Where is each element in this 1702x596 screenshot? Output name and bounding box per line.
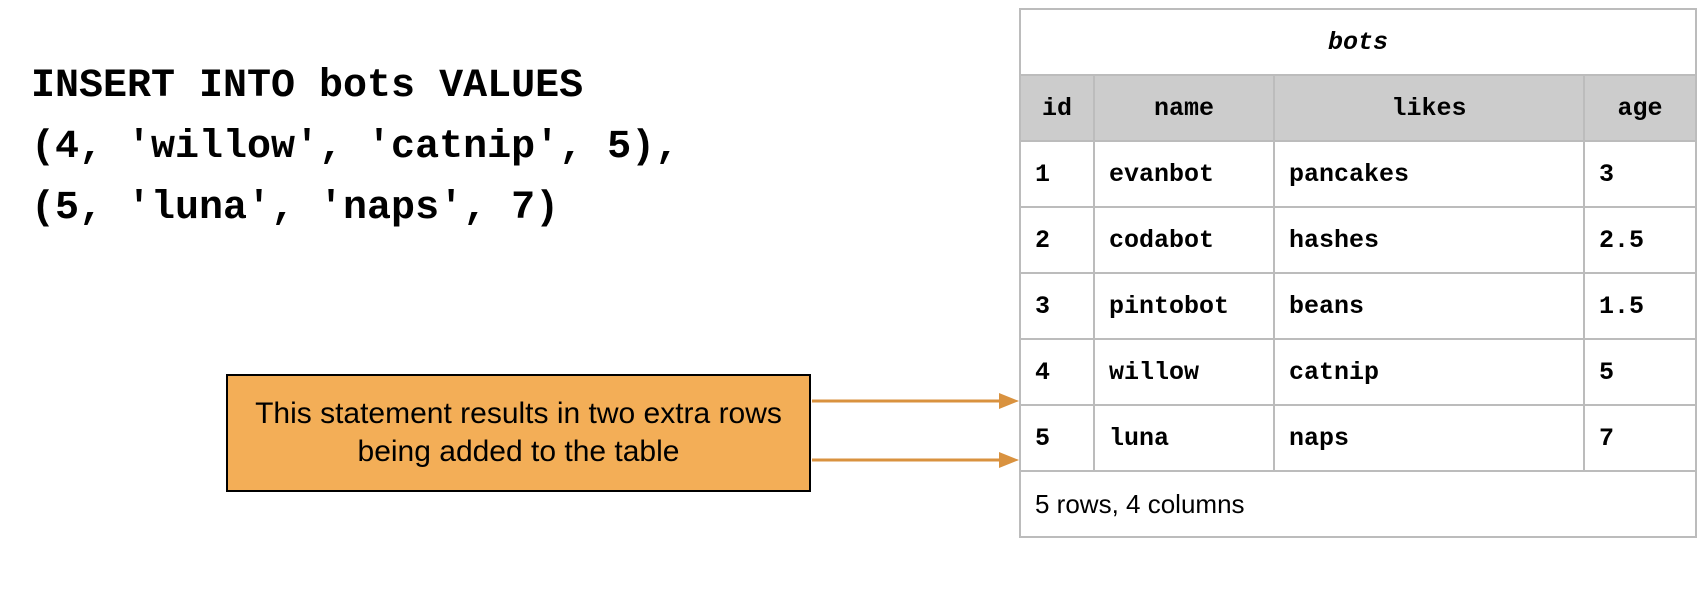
table-footer-row: 5 rows, 4 columns: [1019, 470, 1697, 538]
cell-likes: beans: [1273, 272, 1585, 340]
sql-line: INSERT INTO bots VALUES: [31, 64, 584, 109]
cell-id: 5: [1019, 404, 1095, 472]
column-header-likes: likes: [1273, 74, 1585, 142]
arrow-to-row-4: [812, 393, 1019, 409]
table-caption: bots: [1019, 8, 1697, 76]
table-header-row: id name likes age: [1019, 74, 1697, 142]
cell-age: 3: [1583, 140, 1697, 208]
table-row: 1 evanbot pancakes 3: [1019, 140, 1697, 208]
callout-box: This statement results in two extra rows…: [226, 374, 811, 492]
cell-age: 7: [1583, 404, 1697, 472]
cell-name: willow: [1093, 338, 1275, 406]
table-row: 3 pintobot beans 1.5: [1019, 272, 1697, 340]
cell-likes: catnip: [1273, 338, 1585, 406]
cell-likes: hashes: [1273, 206, 1585, 274]
cell-id: 3: [1019, 272, 1095, 340]
column-header-id: id: [1019, 74, 1095, 142]
cell-id: 2: [1019, 206, 1095, 274]
cell-name: pintobot: [1093, 272, 1275, 340]
cell-age: 2.5: [1583, 206, 1697, 274]
cell-age: 1.5: [1583, 272, 1697, 340]
table-row: 5 luna naps 7: [1019, 404, 1697, 472]
cell-id: 4: [1019, 338, 1095, 406]
table-row: 2 codabot hashes 2.5: [1019, 206, 1697, 274]
sql-line: (5, 'luna', 'naps', 7): [31, 186, 560, 231]
cell-name: luna: [1093, 404, 1275, 472]
cell-likes: naps: [1273, 404, 1585, 472]
cell-name: evanbot: [1093, 140, 1275, 208]
table-caption-row: bots: [1019, 8, 1697, 76]
cell-name: codabot: [1093, 206, 1275, 274]
column-header-name: name: [1093, 74, 1275, 142]
callout-text: This statement results in two extra rows…: [255, 397, 782, 468]
sql-line: (4, 'willow', 'catnip', 5),: [31, 125, 680, 170]
cell-id: 1: [1019, 140, 1095, 208]
table-row: 4 willow catnip 5: [1019, 338, 1697, 406]
column-header-age: age: [1583, 74, 1697, 142]
sql-statement: INSERT INTO bots VALUES (4, 'willow', 'ca…: [31, 56, 679, 239]
cell-age: 5: [1583, 338, 1697, 406]
table-footer: 5 rows, 4 columns: [1019, 470, 1697, 538]
bots-table: bots id name likes age 1 evanbot pancake…: [1019, 8, 1697, 538]
cell-likes: pancakes: [1273, 140, 1585, 208]
arrow-to-row-5: [812, 452, 1019, 468]
